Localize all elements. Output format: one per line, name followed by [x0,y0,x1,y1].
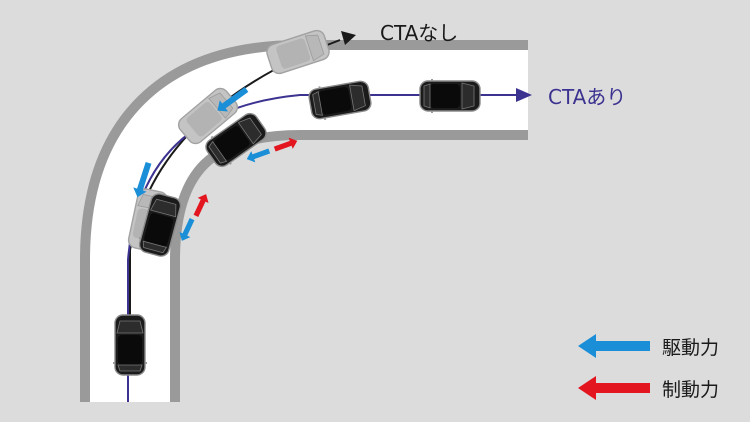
legend: 駆動力 制動力 [578,334,719,401]
path-with-cta-arrowhead [516,88,532,102]
car [419,78,481,114]
blue-arrow-left-icon [578,334,650,358]
red-arrow-left-icon [578,376,650,400]
car [112,314,148,376]
label-without-cta: CTAなし [380,21,458,45]
legend-drive-force: 駆動力 [662,337,719,359]
path-without-cta-arrowhead [341,31,356,45]
label-with-cta: CTAあり [548,85,626,109]
legend-braking-force: 制動力 [662,379,719,401]
